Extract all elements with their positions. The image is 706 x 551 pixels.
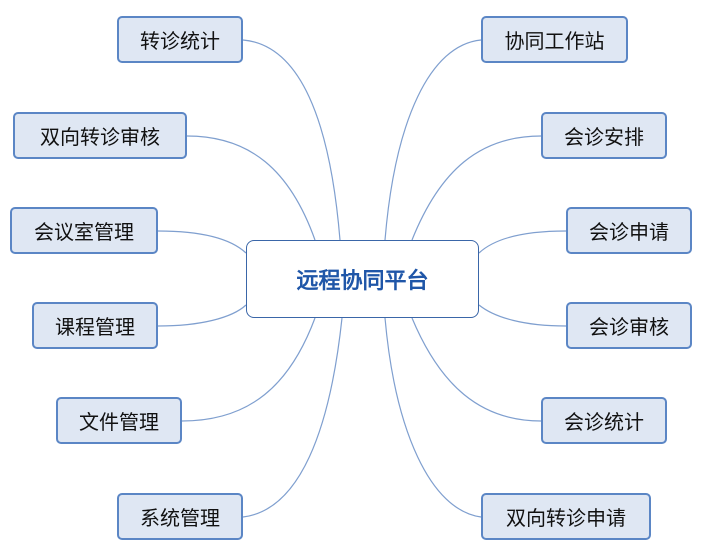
node-referral-statistics[interactable]: 转诊统计 [117,16,243,63]
connector-course-management [157,304,247,327]
node-course-management[interactable]: 课程管理 [32,302,158,349]
node-two-way-referral-application[interactable]: 双向转诊申请 [481,493,651,540]
connector-two-way-referral-application [384,317,482,518]
node-consultation-review[interactable]: 会诊审核 [566,302,692,349]
connector-consultation-scheduling [411,135,542,241]
connector-collaborative-workstation [384,39,482,241]
node-collaborative-workstation[interactable]: 协同工作站 [481,16,628,63]
connector-consultation-statistics [411,317,542,422]
connector-meeting-room-management [157,230,247,254]
node-two-way-referral-review[interactable]: 双向转诊审核 [13,112,187,159]
node-consultation-application[interactable]: 会诊申请 [566,207,692,254]
connector-two-way-referral-review [186,135,316,241]
connector-consultation-application [478,230,567,254]
node-consultation-statistics[interactable]: 会诊统计 [541,397,667,444]
node-system-management[interactable]: 系统管理 [117,493,243,540]
node-consultation-scheduling[interactable]: 会诊安排 [541,112,667,159]
node-meeting-room-management[interactable]: 会议室管理 [10,207,158,254]
central-topic[interactable]: 远程协同平台 [246,240,479,318]
connector-system-management [242,317,343,518]
node-file-management[interactable]: 文件管理 [56,397,182,444]
connector-consultation-review [478,304,567,327]
connector-referral-statistics [242,39,341,241]
connector-file-management [181,317,316,422]
